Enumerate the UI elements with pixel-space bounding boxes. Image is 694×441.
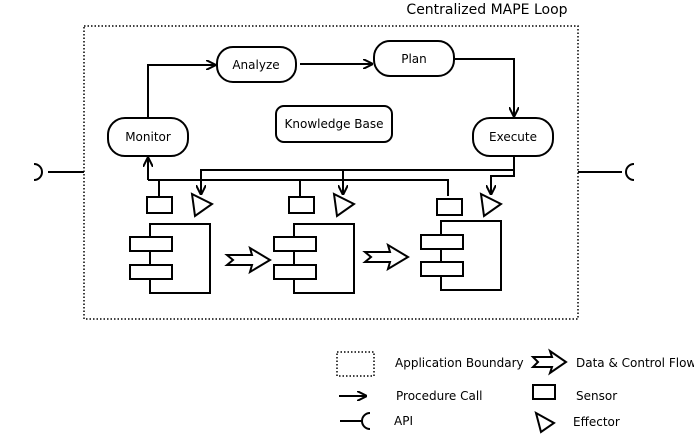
effector-3 (479, 192, 503, 218)
plan-to-execute-arrow (454, 58, 514, 116)
plan-label: Plan (401, 52, 427, 66)
analyze-label: Analyze (232, 58, 279, 72)
flow-arrow-1 (224, 245, 272, 275)
legend-effector-icon (534, 410, 556, 434)
execute-to-effector-3 (491, 170, 515, 194)
managed-component-1 (129, 192, 214, 294)
flow-arrow-2 (362, 242, 410, 272)
effector-1 (190, 192, 214, 218)
legend-data-control-flow: Data & Control Flow (576, 356, 694, 370)
legend-application-boundary: Application Boundary (395, 356, 524, 370)
legend-sensor: Sensor (576, 389, 617, 403)
knowledge-base-label: Knowledge Base (285, 117, 384, 131)
monitor-to-analyze-arrow (147, 65, 215, 118)
api-left (33, 163, 84, 181)
legend-flow-arrow-icon (530, 348, 568, 376)
execute-node: Execute (472, 117, 554, 157)
knowledge-base-node: Knowledge Base (275, 105, 393, 143)
legend-effector: Effector (573, 415, 620, 429)
legend-boundary-swatch (336, 351, 375, 377)
diagram-title: Centralized MAPE Loop (406, 2, 567, 18)
sensor-3 (436, 198, 463, 216)
sensor-2 (288, 196, 315, 214)
effector-2 (332, 192, 356, 218)
execute-label: Execute (489, 130, 537, 144)
managed-component-2 (273, 192, 356, 294)
legend-api-icon (340, 412, 371, 430)
plan-node: Plan (373, 40, 455, 77)
monitor-node: Monitor (107, 117, 189, 157)
legend-sensor-icon (532, 384, 556, 400)
legend: Application Boundary Data & Control Flow… (336, 348, 694, 434)
api-right (578, 163, 635, 181)
sensor-bus (158, 179, 449, 196)
analyze-node: Analyze (216, 46, 297, 83)
sensor-1 (146, 196, 173, 214)
execute-to-effector-1 (201, 156, 515, 194)
monitor-label: Monitor (125, 130, 171, 144)
legend-api: API (394, 414, 413, 428)
managed-component-3 (420, 192, 503, 291)
legend-procedure-call: Procedure Call (396, 389, 483, 403)
